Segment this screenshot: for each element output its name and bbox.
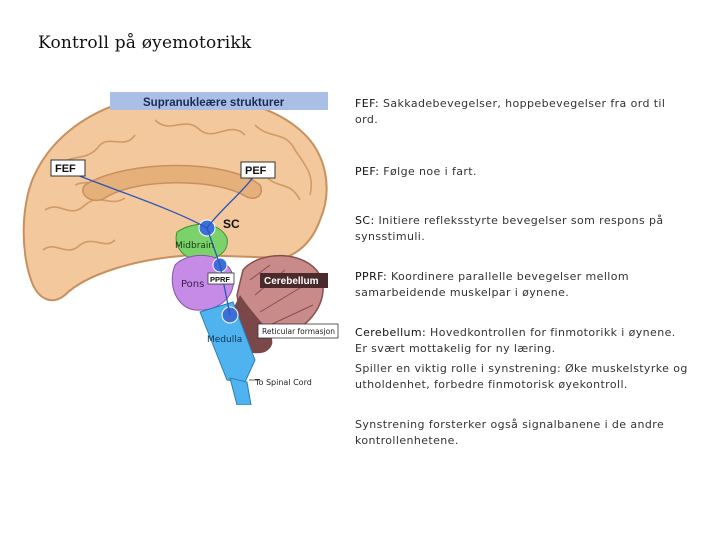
label-fef: FEF xyxy=(55,163,76,175)
label-reticular: Reticular formasjon xyxy=(262,327,335,336)
label-medulla: Medulla xyxy=(207,335,242,345)
gyri-lines xyxy=(42,119,313,251)
label-pef: PEF xyxy=(245,165,267,177)
label-pprf: PPRF xyxy=(210,275,230,284)
slide-title: Kontroll på øyemotorikk xyxy=(38,33,252,53)
note-cerebellum: Cerebellum: Hovedkontrollen for finmotor… xyxy=(355,326,676,355)
corpus-callosum xyxy=(82,164,262,202)
note-sc: SC: Initiere refleksstyrte bevegelser so… xyxy=(355,214,664,243)
note-synstrening: Spiller en viktig rolle i synstrening: Ø… xyxy=(355,362,688,391)
label-sc: SC xyxy=(223,217,240,231)
note-signalbaner: Synstrening forsterker også signalbanene… xyxy=(355,418,665,447)
brain-diagram: Supranukleære strukturer FEF PEF xyxy=(15,80,345,405)
note-pprf: PPRF: Koordinere parallelle bevegelser m… xyxy=(355,270,630,299)
label-spinal: To Spinal Cord xyxy=(254,378,312,387)
banner-label: Supranukleære strukturer xyxy=(143,97,285,109)
note-fef: FEF: Sakkadebevegelser, hoppebevegelser … xyxy=(355,97,666,126)
label-cerebellum: Cerebellum xyxy=(264,276,319,287)
label-pons: Pons xyxy=(181,279,204,290)
label-midbrain: Midbrain xyxy=(175,241,214,251)
note-pef: PEF: Følge noe i fart. xyxy=(355,165,477,178)
notes-list: FEF: Sakkadebevegelser, hoppebevegelser … xyxy=(355,96,690,449)
banner-box xyxy=(110,92,328,110)
pathway-lines xyxy=(76,174,256,316)
spinal-cord xyxy=(229,377,252,405)
